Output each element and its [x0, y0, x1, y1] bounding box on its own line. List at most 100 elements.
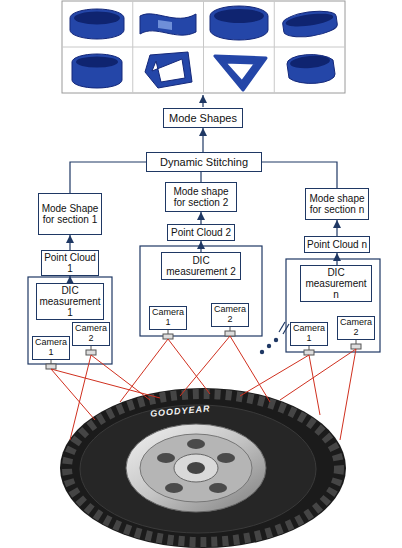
- step-box: Mode shape for section 2: [165, 182, 237, 212]
- camera-lens: [46, 364, 56, 369]
- node-text: Mode shape for section 2: [167, 186, 235, 208]
- connector-line: [200, 172, 201, 182]
- ring-opening: [290, 54, 331, 69]
- node-text: Camera 2: [74, 324, 108, 344]
- sight-line: [180, 336, 230, 396]
- ring-opening: [76, 57, 118, 68]
- panel-divider: [62, 47, 345, 48]
- section-frame: [28, 277, 112, 364]
- rim-slot: [187, 439, 205, 449]
- camera-lens: [225, 331, 235, 336]
- section-frame: [286, 259, 380, 352]
- section-frame: [140, 246, 262, 336]
- node-text: Camera 2: [213, 305, 247, 325]
- lens-stem: [51, 360, 52, 364]
- ellipsis-dot: [260, 350, 264, 354]
- mode-shape-triangle: [215, 56, 266, 90]
- rim-slot: [209, 483, 227, 493]
- step-box: Point Cloud 1: [41, 250, 99, 276]
- rim-slot: [165, 483, 183, 493]
- lens-stem: [356, 340, 357, 344]
- step-box: Camera 1: [32, 336, 70, 360]
- node-text: Dynamic Stitching: [160, 156, 248, 168]
- mode-shape-ring: [70, 9, 124, 39]
- rim-slot: [217, 453, 235, 463]
- lens-stem: [309, 346, 310, 350]
- node-text: Point Cloud 2: [171, 227, 231, 238]
- node-text: Mode Shape for section 1: [40, 203, 100, 225]
- step-box: Camera 2: [337, 316, 375, 340]
- step-box: DIC measurement 2: [161, 252, 241, 280]
- lens-stem: [91, 346, 92, 350]
- step-box: Point Cloud n: [304, 236, 370, 253]
- process-box: Dynamic Stitching: [146, 152, 262, 172]
- camera-lens: [351, 344, 361, 349]
- connector-line: [69, 276, 70, 283]
- node-text: Camera 1: [151, 308, 185, 328]
- sight-line: [91, 355, 150, 400]
- ellipsis-dot: [267, 344, 271, 348]
- tire-sidewall: [80, 405, 316, 533]
- mode-shape-ring: [210, 6, 268, 40]
- sight-line: [70, 355, 91, 440]
- tread-blocks: [67, 394, 339, 542]
- step-box: Mode shape for section n: [305, 188, 369, 220]
- node-text: DIC measurement 2: [163, 255, 239, 277]
- step-box: Camera 1: [149, 306, 187, 330]
- step-box: DIC measurement n: [300, 265, 372, 302]
- connector-line: [336, 220, 337, 236]
- node-text: Camera 1: [292, 324, 326, 344]
- camera-lens: [86, 350, 96, 355]
- tire-tread: [60, 388, 346, 548]
- camera-lens: [163, 334, 173, 339]
- mode-shape-ring: [282, 8, 339, 39]
- sight-line: [120, 339, 168, 402]
- camera-lens: [304, 350, 314, 355]
- ring-opening: [285, 11, 334, 29]
- sight-line: [280, 349, 356, 400]
- sight-line: [340, 349, 356, 440]
- node-text: DIC measurement 1: [38, 285, 102, 318]
- connector-line: [69, 235, 70, 250]
- wheel-hub: [174, 454, 218, 482]
- break-mark: [283, 324, 289, 334]
- connector-line: [202, 128, 203, 152]
- step-box: Mode Shape for section 1: [38, 193, 102, 235]
- lens-stem: [230, 327, 231, 331]
- sight-line: [240, 355, 309, 396]
- node-text: Camera 1: [34, 338, 68, 358]
- node-text: Point Cloud 1: [43, 252, 97, 274]
- connector-line: [200, 241, 201, 252]
- band-highlight: [158, 20, 172, 30]
- rim-slot: [157, 453, 175, 463]
- connector-line: [262, 162, 337, 188]
- sight-line: [51, 369, 160, 398]
- process-box: Mode Shapes: [163, 108, 243, 128]
- ellipsis-dot: [274, 338, 278, 342]
- connector-line: [200, 212, 201, 224]
- wheel-rim: [126, 424, 266, 512]
- break-mark: [279, 322, 285, 332]
- step-box: Camera 2: [72, 322, 110, 346]
- connector-line: [70, 162, 146, 193]
- ring-opening: [74, 12, 120, 25]
- ring-opening: [214, 9, 264, 23]
- mode-shape-panel: [62, 1, 345, 93]
- node-text: Point Cloud n: [307, 239, 367, 250]
- hub-center: [187, 462, 205, 474]
- lens-stem: [168, 330, 169, 334]
- step-box: Camera 2: [211, 303, 249, 327]
- step-box: Point Cloud 2: [167, 224, 235, 241]
- rim-slots: [157, 439, 235, 493]
- mode-shape-polygon: [145, 52, 192, 88]
- mode-shape-ring: [287, 55, 335, 84]
- node-text: Mode shape for section n: [307, 193, 367, 215]
- sight-line: [230, 336, 270, 402]
- node-text: Camera 2: [339, 318, 373, 338]
- node-text: DIC measurement n: [302, 267, 370, 300]
- step-box: Camera 1: [290, 322, 328, 346]
- sight-line: [51, 369, 95, 420]
- step-box: DIC measurement 1: [36, 283, 104, 320]
- mode-shape-ring: [72, 54, 122, 88]
- sight-line: [309, 355, 320, 415]
